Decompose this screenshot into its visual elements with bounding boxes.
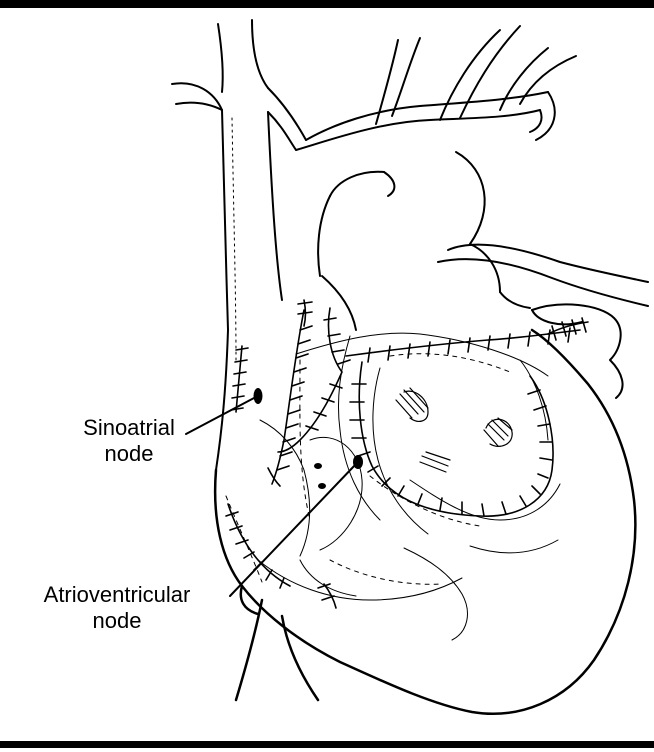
small-ostia — [314, 463, 326, 489]
av-node-label: Atrioventricular node — [2, 582, 232, 634]
brachiocephalic-veins — [172, 20, 306, 150]
internal-contours — [258, 333, 560, 640]
sinoatrial-node-marker — [254, 388, 263, 404]
bottom-rule — [0, 741, 654, 748]
av-leader-line — [230, 464, 356, 596]
great-vessels — [318, 152, 648, 330]
av-label-line1: Atrioventricular — [2, 582, 232, 608]
suture-lines — [226, 300, 588, 608]
aortic-arch — [296, 26, 576, 150]
sinoatrial-label-line1: Sinoatrial — [54, 415, 204, 441]
left-atrial-appendage — [532, 304, 623, 398]
av-label-line2: node — [2, 608, 232, 634]
superior-vena-cava — [216, 110, 282, 470]
sinoatrial-label: Sinoatrial node — [54, 415, 204, 467]
sinoatrial-label-line2: node — [54, 441, 204, 467]
papillary-hatching — [396, 388, 512, 472]
heart-outline — [215, 330, 635, 714]
